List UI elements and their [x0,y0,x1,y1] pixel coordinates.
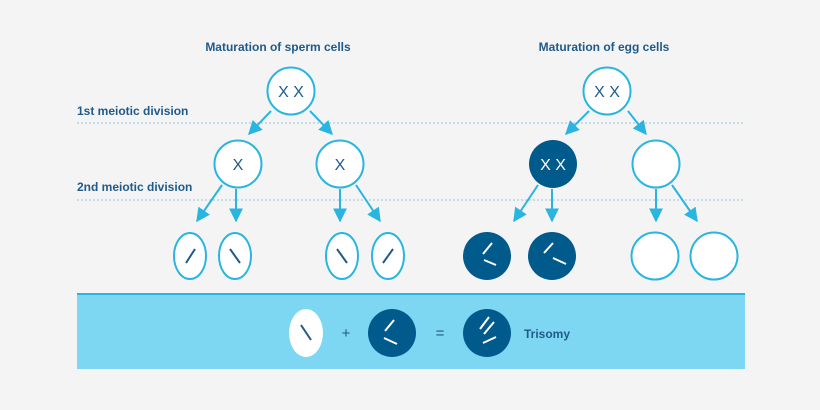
egg-cell-empty [630,231,680,281]
egg-daughter-cell-right [631,139,681,189]
chromosome-line [479,316,490,330]
sperm-parent-chromosomes: X X [278,84,304,101]
sperm-daughter-cell-left [213,139,263,189]
chromosome-line [552,257,567,265]
arrow [627,110,647,136]
sperm-parent-cell [266,66,316,116]
second-meiotic-division-label: 2nd meiotic division [77,180,192,194]
chromosome-line [384,319,395,332]
egg-maturation-title: Maturation of egg cells [539,40,670,54]
trisomy-label: Trisomy [524,327,570,341]
chromosome-line [543,242,554,254]
chromosome-line [229,248,241,264]
chromosome-line [336,248,348,264]
egg-parent-chromosomes: X X [594,84,620,101]
sperm-tree: X X X X [173,66,405,280]
chromosome-line [382,248,394,264]
plus-sign: + [342,325,351,342]
sperm-daughter-right-chromosome: X [335,157,346,174]
arrow [248,110,272,136]
chromosome-line [300,324,312,341]
fertilization-equation: + = Trisomy [289,309,570,357]
chromosome-line [483,259,497,266]
egg-cell [463,232,511,280]
chromosome-line [482,242,493,255]
egg-cell-fertilizing [368,309,416,357]
first-meiotic-division-label: 1st meiotic division [77,104,188,118]
egg-cell [528,232,576,280]
arrow [565,110,590,135]
chromosome-line [483,321,495,335]
arrow [309,110,333,136]
sperm-daughter-cell-right [315,139,365,189]
sperm-maturation-title: Maturation of sperm cells [205,40,351,54]
arrow [196,184,223,223]
arrow [513,184,539,223]
egg-daughter-cell-left [529,140,577,188]
chromosome-line [185,248,196,264]
egg-daughter-left-chromosomes: X X [540,157,566,174]
equals-sign: = [436,325,445,342]
zygote-cell [463,309,511,357]
arrow [671,184,698,223]
chromosome-line [482,336,497,344]
arrow [355,184,381,223]
egg-tree: X X X X [463,66,739,281]
chromosome-line [383,337,398,345]
egg-cell-empty [689,231,739,281]
sperm-daughter-left-chromosome: X [233,157,244,174]
egg-parent-cell [582,66,632,116]
